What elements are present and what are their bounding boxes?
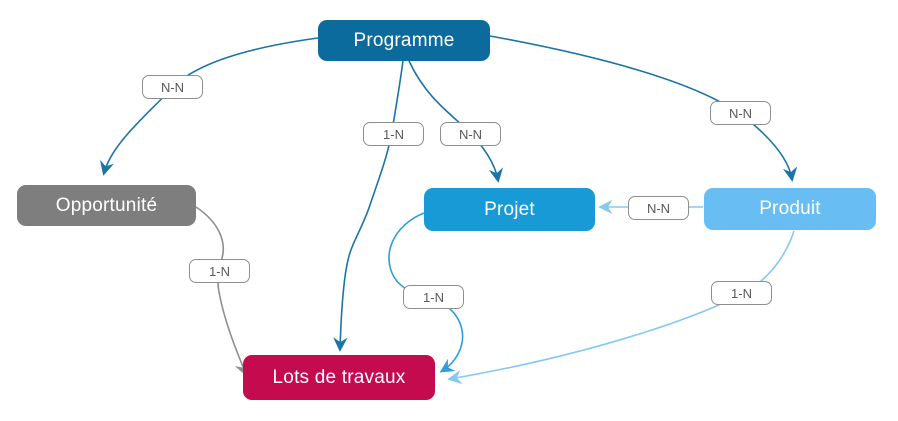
edge-label-programme-projet: N-N: [440, 122, 501, 146]
node-programme: Programme: [318, 20, 490, 61]
edge-label-programme-lots: 1-N: [363, 122, 424, 146]
edge-label-programme-opportunite: N-N: [142, 75, 203, 99]
node-opportunite: Opportunité: [17, 185, 196, 226]
edge-programme-projet: [408, 60, 504, 183]
edge-opportunite-lots: [195, 206, 249, 377]
edge-programme-opportunite: [100, 37, 319, 176]
edge-label-produit-projet: N-N: [628, 196, 689, 220]
edge-label-programme-produit: N-N: [710, 101, 771, 125]
edge-produit-lots: [447, 230, 795, 385]
edge-label-opportunite-lots: 1-N: [189, 259, 250, 283]
node-produit: Produit: [704, 188, 876, 230]
node-lots-de-travaux: Lots de travaux: [243, 355, 435, 400]
edge-programme-lots: [333, 60, 404, 352]
node-projet: Projet: [424, 188, 595, 231]
edge-label-projet-lots: 1-N: [403, 285, 464, 309]
edge-label-produit-lots: 1-N: [711, 281, 772, 305]
